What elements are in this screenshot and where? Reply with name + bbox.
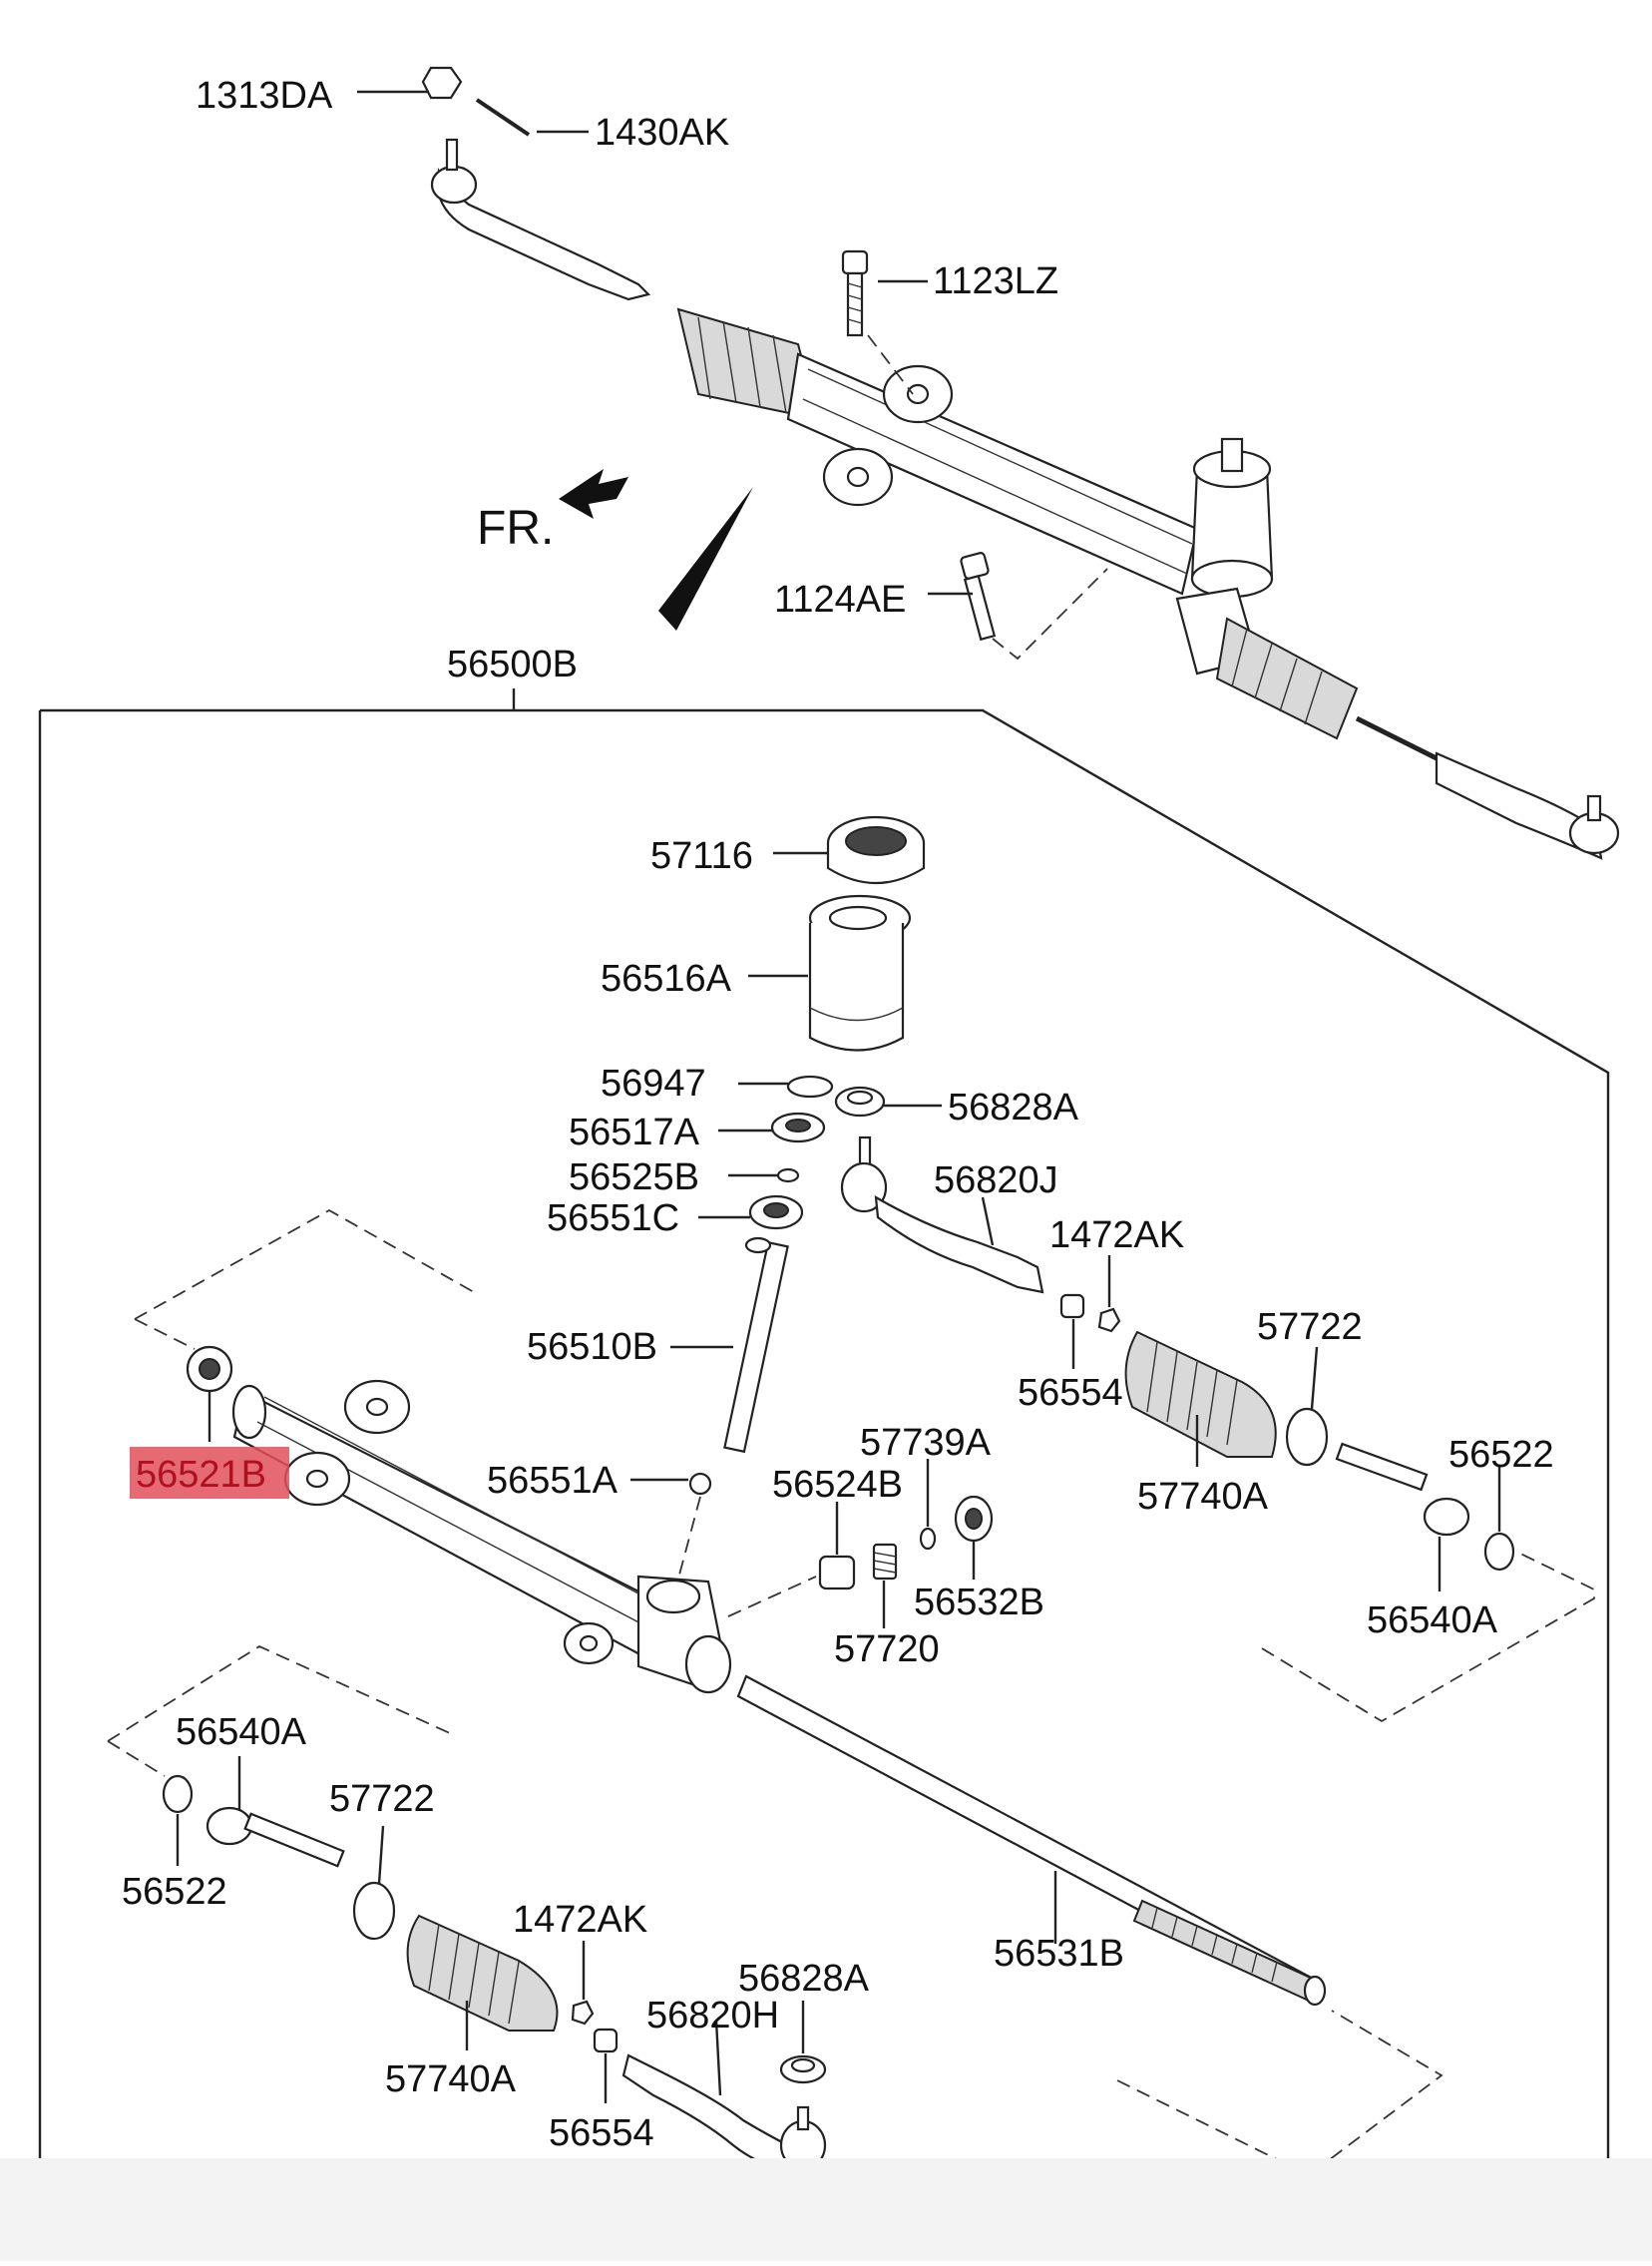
part-1472AK-top[interactable] [1097, 1307, 1121, 1333]
label-56521B[interactable]: 56521B [136, 1454, 266, 1496]
front-label: FR. [477, 502, 554, 555]
part-56525B[interactable] [776, 1167, 800, 1183]
label-1472AK-bottom[interactable]: 1472AK [513, 1899, 647, 1941]
label-56516A[interactable]: 56516A [601, 958, 732, 1000]
assembly-outline-56500B [38, 688, 1610, 2158]
label-56522-left[interactable]: 56522 [122, 1871, 227, 1913]
part-57740A-bottom[interactable] [406, 1914, 559, 2032]
label-1123LZ[interactable]: 1123LZ [933, 260, 1058, 302]
nut-1313DA[interactable] [421, 66, 463, 100]
label-56517A[interactable]: 56517A [569, 1112, 700, 1153]
label-56551A[interactable]: 56551A [487, 1460, 619, 1502]
label-56510B[interactable]: 56510B [527, 1326, 657, 1368]
label-56554-top[interactable]: 56554 [1018, 1372, 1123, 1414]
label-57740A-top[interactable]: 57740A [1137, 1476, 1269, 1518]
label-56828A-top[interactable]: 56828A [948, 1087, 1079, 1129]
label-56540A-left[interactable]: 56540A [176, 1711, 307, 1753]
part-56522-left[interactable] [162, 1774, 194, 1814]
part-57720[interactable] [872, 1543, 898, 1581]
bolt-1123LZ[interactable] [841, 249, 869, 337]
label-57740A-bottom[interactable]: 57740A [385, 2058, 517, 2100]
label-1472AK-top[interactable]: 1472AK [1049, 1214, 1184, 1256]
part-56820J[interactable] [840, 1135, 1044, 1294]
boot-top-right [1215, 617, 1359, 740]
pin-1430AK[interactable] [475, 98, 531, 137]
part-56531B[interactable] [736, 1674, 1327, 2007]
part-56551A[interactable] [688, 1472, 712, 1496]
part-56532B[interactable] [954, 1495, 994, 1543]
highlight-box-56521B [130, 1447, 289, 1499]
part-57722-left[interactable] [352, 1881, 396, 1941]
part-56554-top[interactable] [1059, 1293, 1085, 1319]
label-56820H[interactable]: 56820H [646, 1995, 779, 2037]
label-56947[interactable]: 56947 [601, 1063, 706, 1105]
front-arrow-icon [559, 469, 628, 519]
label-56820J[interactable]: 56820J [934, 1159, 1058, 1201]
label-56522-right[interactable]: 56522 [1448, 1434, 1554, 1476]
part-56516A[interactable] [808, 894, 912, 1052]
footer-band [0, 2158, 1652, 2261]
part-57740A-top[interactable] [1124, 1330, 1277, 1458]
top-assembly [421, 66, 1620, 860]
label-56532B[interactable]: 56532B [914, 1582, 1044, 1623]
part-56524B[interactable] [818, 1555, 856, 1590]
label-57722-left[interactable]: 57722 [329, 1778, 435, 1820]
part-57739A[interactable] [919, 1527, 937, 1551]
part-56540A-right[interactable] [1335, 1442, 1470, 1537]
front-direction-marker: FR. [477, 469, 628, 555]
bolt-1124AE[interactable] [960, 552, 997, 642]
part-57116[interactable] [826, 815, 926, 884]
part-56540A-left[interactable] [206, 1806, 345, 1868]
label-56828A-bottom[interactable]: 56828A [738, 1958, 870, 2000]
label-57722-top[interactable]: 57722 [1257, 1306, 1363, 1348]
label-56540A-right[interactable]: 56540A [1367, 1599, 1498, 1641]
label-56524B[interactable]: 56524B [772, 1464, 903, 1506]
part-57722-top[interactable] [1285, 1407, 1329, 1467]
label-1430AK[interactable]: 1430AK [595, 112, 729, 154]
part-1472AK-bottom[interactable] [571, 2000, 595, 2026]
label-1313DA[interactable]: 1313DA [196, 75, 333, 117]
part-56510B[interactable] [723, 1236, 789, 1454]
part-56522-right[interactable] [1483, 1532, 1515, 1572]
rack-housing [231, 1379, 732, 1694]
explode-arrow-icon [658, 487, 753, 631]
part-56947[interactable] [786, 1075, 834, 1099]
part-56554-bottom[interactable] [593, 2028, 619, 2053]
label-56525B[interactable]: 56525B [569, 1156, 699, 1198]
label-56531B[interactable]: 56531B [994, 1933, 1124, 1975]
label-57116[interactable]: 57116 [650, 835, 753, 877]
label-56554-bottom[interactable]: 56554 [549, 2112, 654, 2154]
part-56820H[interactable] [621, 2053, 827, 2172]
label-56551C[interactable]: 56551C [547, 1197, 679, 1239]
part-56521B[interactable] [186, 1345, 233, 1393]
label-57720[interactable]: 57720 [834, 1628, 940, 1670]
label-1124AE[interactable]: 1124AE [774, 579, 906, 621]
label-57739A[interactable]: 57739A [860, 1422, 992, 1464]
label-56500B[interactable]: 56500B [447, 644, 578, 685]
